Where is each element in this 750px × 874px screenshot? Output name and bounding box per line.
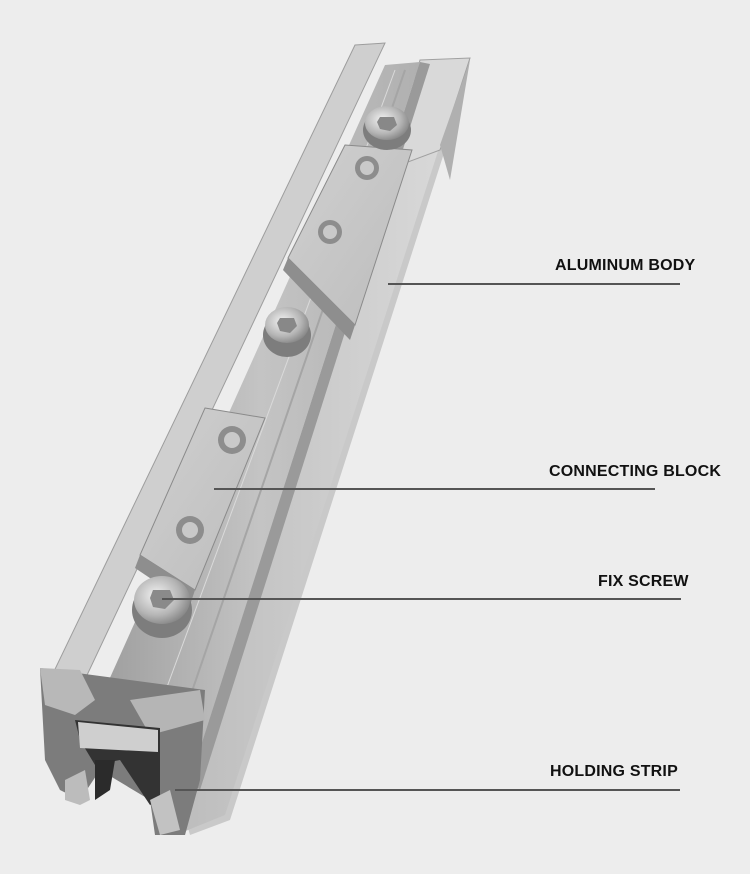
callout-label-connecting-block: CONNECTING BLOCK (549, 463, 722, 480)
fix-screw-bottom (132, 576, 192, 638)
connecting-block-upper (283, 144, 413, 340)
callout-label-holding-strip: HOLDING STRIP (550, 763, 678, 780)
fix-screw-middle (263, 307, 311, 357)
callout-line-connecting-block (214, 488, 655, 490)
callout-line-holding-strip (175, 789, 680, 791)
fix-screw-top (363, 106, 411, 150)
callout-line-aluminum-body (388, 283, 680, 285)
callout-label-fix-screw: FIX SCREW (598, 573, 689, 590)
callout-line-fix-screw (162, 598, 681, 600)
rail-end-profile (40, 668, 205, 835)
callout-label-aluminum-body: ALUMINUM BODY (555, 257, 696, 274)
